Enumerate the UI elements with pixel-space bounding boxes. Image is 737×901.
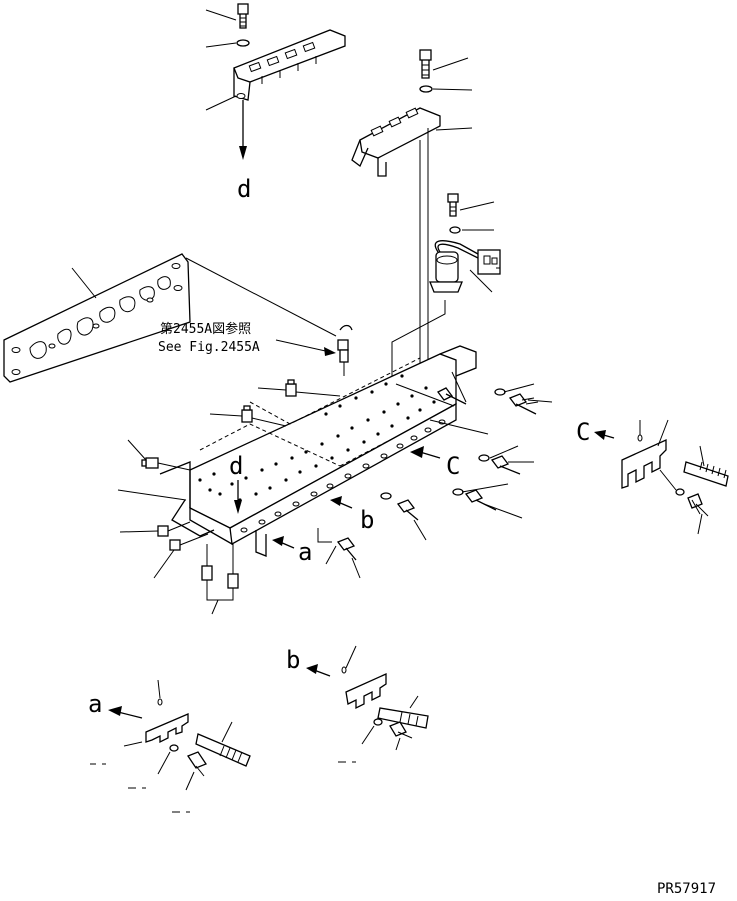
- solenoid-washer: [449, 226, 461, 234]
- valve-body: [159, 345, 477, 557]
- view-label-C-detail: C: [576, 418, 590, 446]
- figure-code: PR57917: [657, 881, 716, 897]
- body-bolt-6: [336, 537, 357, 561]
- lower-fitting-1: [201, 544, 213, 581]
- plug-fitting-5: [169, 539, 181, 551]
- detail-b-spool: [377, 707, 429, 729]
- top-left-bracket-assembly: d: [205, 3, 346, 203]
- detail-c-spool: [683, 461, 729, 487]
- reference-label-en: See Fig.2455A: [158, 340, 260, 355]
- view-label-d-top: d: [237, 175, 251, 203]
- view-a-arrowhead-body: [272, 536, 284, 546]
- view-label-a-body: a: [298, 538, 312, 566]
- top-bracket-2: [351, 107, 441, 177]
- top-bracket-1: [233, 29, 346, 101]
- bracket-bolt-1: [237, 3, 249, 29]
- detail-c-plate: [621, 438, 667, 489]
- gasket: [3, 253, 191, 383]
- detail-b-bolt: [389, 721, 413, 739]
- body-bolt-3: [490, 455, 521, 475]
- view-c-arrowhead-body: [410, 446, 424, 458]
- detail-view-c: C: [576, 418, 729, 535]
- detail-a-bolt: [187, 751, 207, 777]
- reference-label-jp: 第2455A図参照: [160, 321, 251, 337]
- plug-fitting-1: [285, 379, 297, 397]
- view-b-arrowhead-body: [330, 496, 342, 506]
- solenoid-assembly: [391, 193, 501, 400]
- solenoid-bolt: [447, 193, 459, 217]
- bracket-bolt-2: [419, 49, 432, 79]
- bracket-washer-2: [419, 85, 433, 93]
- body-washer-b: [478, 454, 490, 462]
- lower-fitting-2: [227, 544, 239, 589]
- view-label-a-detail: a: [88, 690, 102, 718]
- view-label-b-body: b: [360, 506, 374, 534]
- solenoid-valve: [429, 240, 501, 293]
- bracket-washer-1: [236, 39, 250, 47]
- view-label-d-body: d: [229, 452, 243, 480]
- plug-fitting-3: [141, 457, 159, 469]
- detail-c-bolt: [687, 493, 709, 517]
- body-washer-c: [452, 488, 464, 496]
- plug-fitting-4: [157, 525, 169, 537]
- body-bolt-1: [437, 387, 467, 405]
- plug-fitting-2: [241, 405, 253, 423]
- detail-a-plate: [145, 713, 189, 744]
- sensor-fitting: [337, 324, 353, 376]
- body-washer-a: [494, 388, 506, 396]
- detail-view-a: a: [88, 679, 251, 813]
- view-d-arrowhead: [239, 146, 247, 160]
- view-label-C-body: C: [446, 452, 460, 480]
- body-front-holes: [240, 419, 446, 533]
- detail-b-plate: [345, 672, 387, 710]
- detail-view-b: b: [286, 645, 429, 763]
- detail-a-spool: [195, 733, 251, 767]
- body-bolt-2: [508, 393, 539, 415]
- body-washer-d: [380, 492, 392, 500]
- body-bolt-5: [396, 499, 419, 521]
- view-label-b-detail: b: [286, 646, 300, 674]
